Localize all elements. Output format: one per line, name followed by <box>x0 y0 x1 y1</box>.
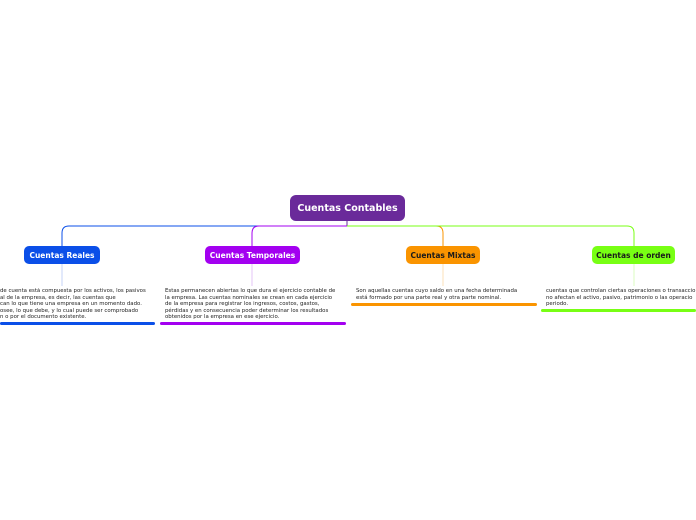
description-line: n o por el documento existente. <box>0 314 87 321</box>
root-node[interactable]: Cuentas Contables <box>290 195 405 221</box>
node-cuentas-temporales[interactable]: Cuentas Temporales <box>205 246 300 264</box>
node-cuentas-de-orden[interactable]: Cuentas de orden <box>592 246 675 264</box>
connector-orden <box>347 225 635 246</box>
node-label: Cuentas Reales <box>29 250 95 260</box>
description-line: Estas permanecen abiertas lo que dura el… <box>165 288 336 294</box>
description-line: de la empresa para registrar los ingreso… <box>165 301 320 308</box>
description-line: la empresa. Las cuentas nominales se cre… <box>165 294 333 301</box>
underline-mixtas <box>351 303 537 306</box>
connector-mixtas <box>347 225 444 246</box>
description-mixtas: Son aquellas cuentas cuyo saldo en una f… <box>356 288 536 301</box>
node-label: Cuentas Mixtas <box>410 250 476 260</box>
description-line: osee, lo que debe, y lo cual puede ser c… <box>0 307 139 314</box>
description-line: pérdidas y en consecuencia poder determi… <box>165 307 329 314</box>
description-line: está formado por una parte real y otra p… <box>356 294 502 301</box>
description-temporales: Estas permanecen abiertas lo que dura el… <box>165 288 345 321</box>
underline-temporales <box>160 322 346 325</box>
node-cuentas-reales[interactable]: Cuentas Reales <box>24 246 100 264</box>
root-label: Cuentas Contables <box>297 202 398 214</box>
description-line: obtenidos por la empresa en ese ejercici… <box>165 314 280 321</box>
node-label: Cuentas Temporales <box>209 250 296 260</box>
description-line: no afectan el activo, pasivo, patrimonio… <box>546 294 693 301</box>
underline-orden <box>541 309 696 312</box>
description-line: cuentas que controlan ciertas operacione… <box>546 288 696 294</box>
underline-reales <box>0 322 155 325</box>
description-reales: de cuenta está compuesta por los activos… <box>0 288 154 321</box>
description-line: periodo. <box>546 301 569 308</box>
connector-reales <box>61 225 347 246</box>
description-line: can lo que tiene una empresa en un momen… <box>0 301 142 308</box>
description-line: de cuenta está compuesta por los activos… <box>0 288 146 294</box>
description-orden: cuentas que controlan ciertas operacione… <box>546 288 696 308</box>
node-cuentas-mixtas[interactable]: Cuentas Mixtas <box>406 246 480 264</box>
description-line: Son aquellas cuentas cuyo saldo en una f… <box>356 288 518 294</box>
connector-temporales <box>251 225 347 246</box>
node-label: Cuentas de orden <box>596 250 671 260</box>
description-line: al de la empresa, es decir, las cuentas … <box>0 294 116 301</box>
